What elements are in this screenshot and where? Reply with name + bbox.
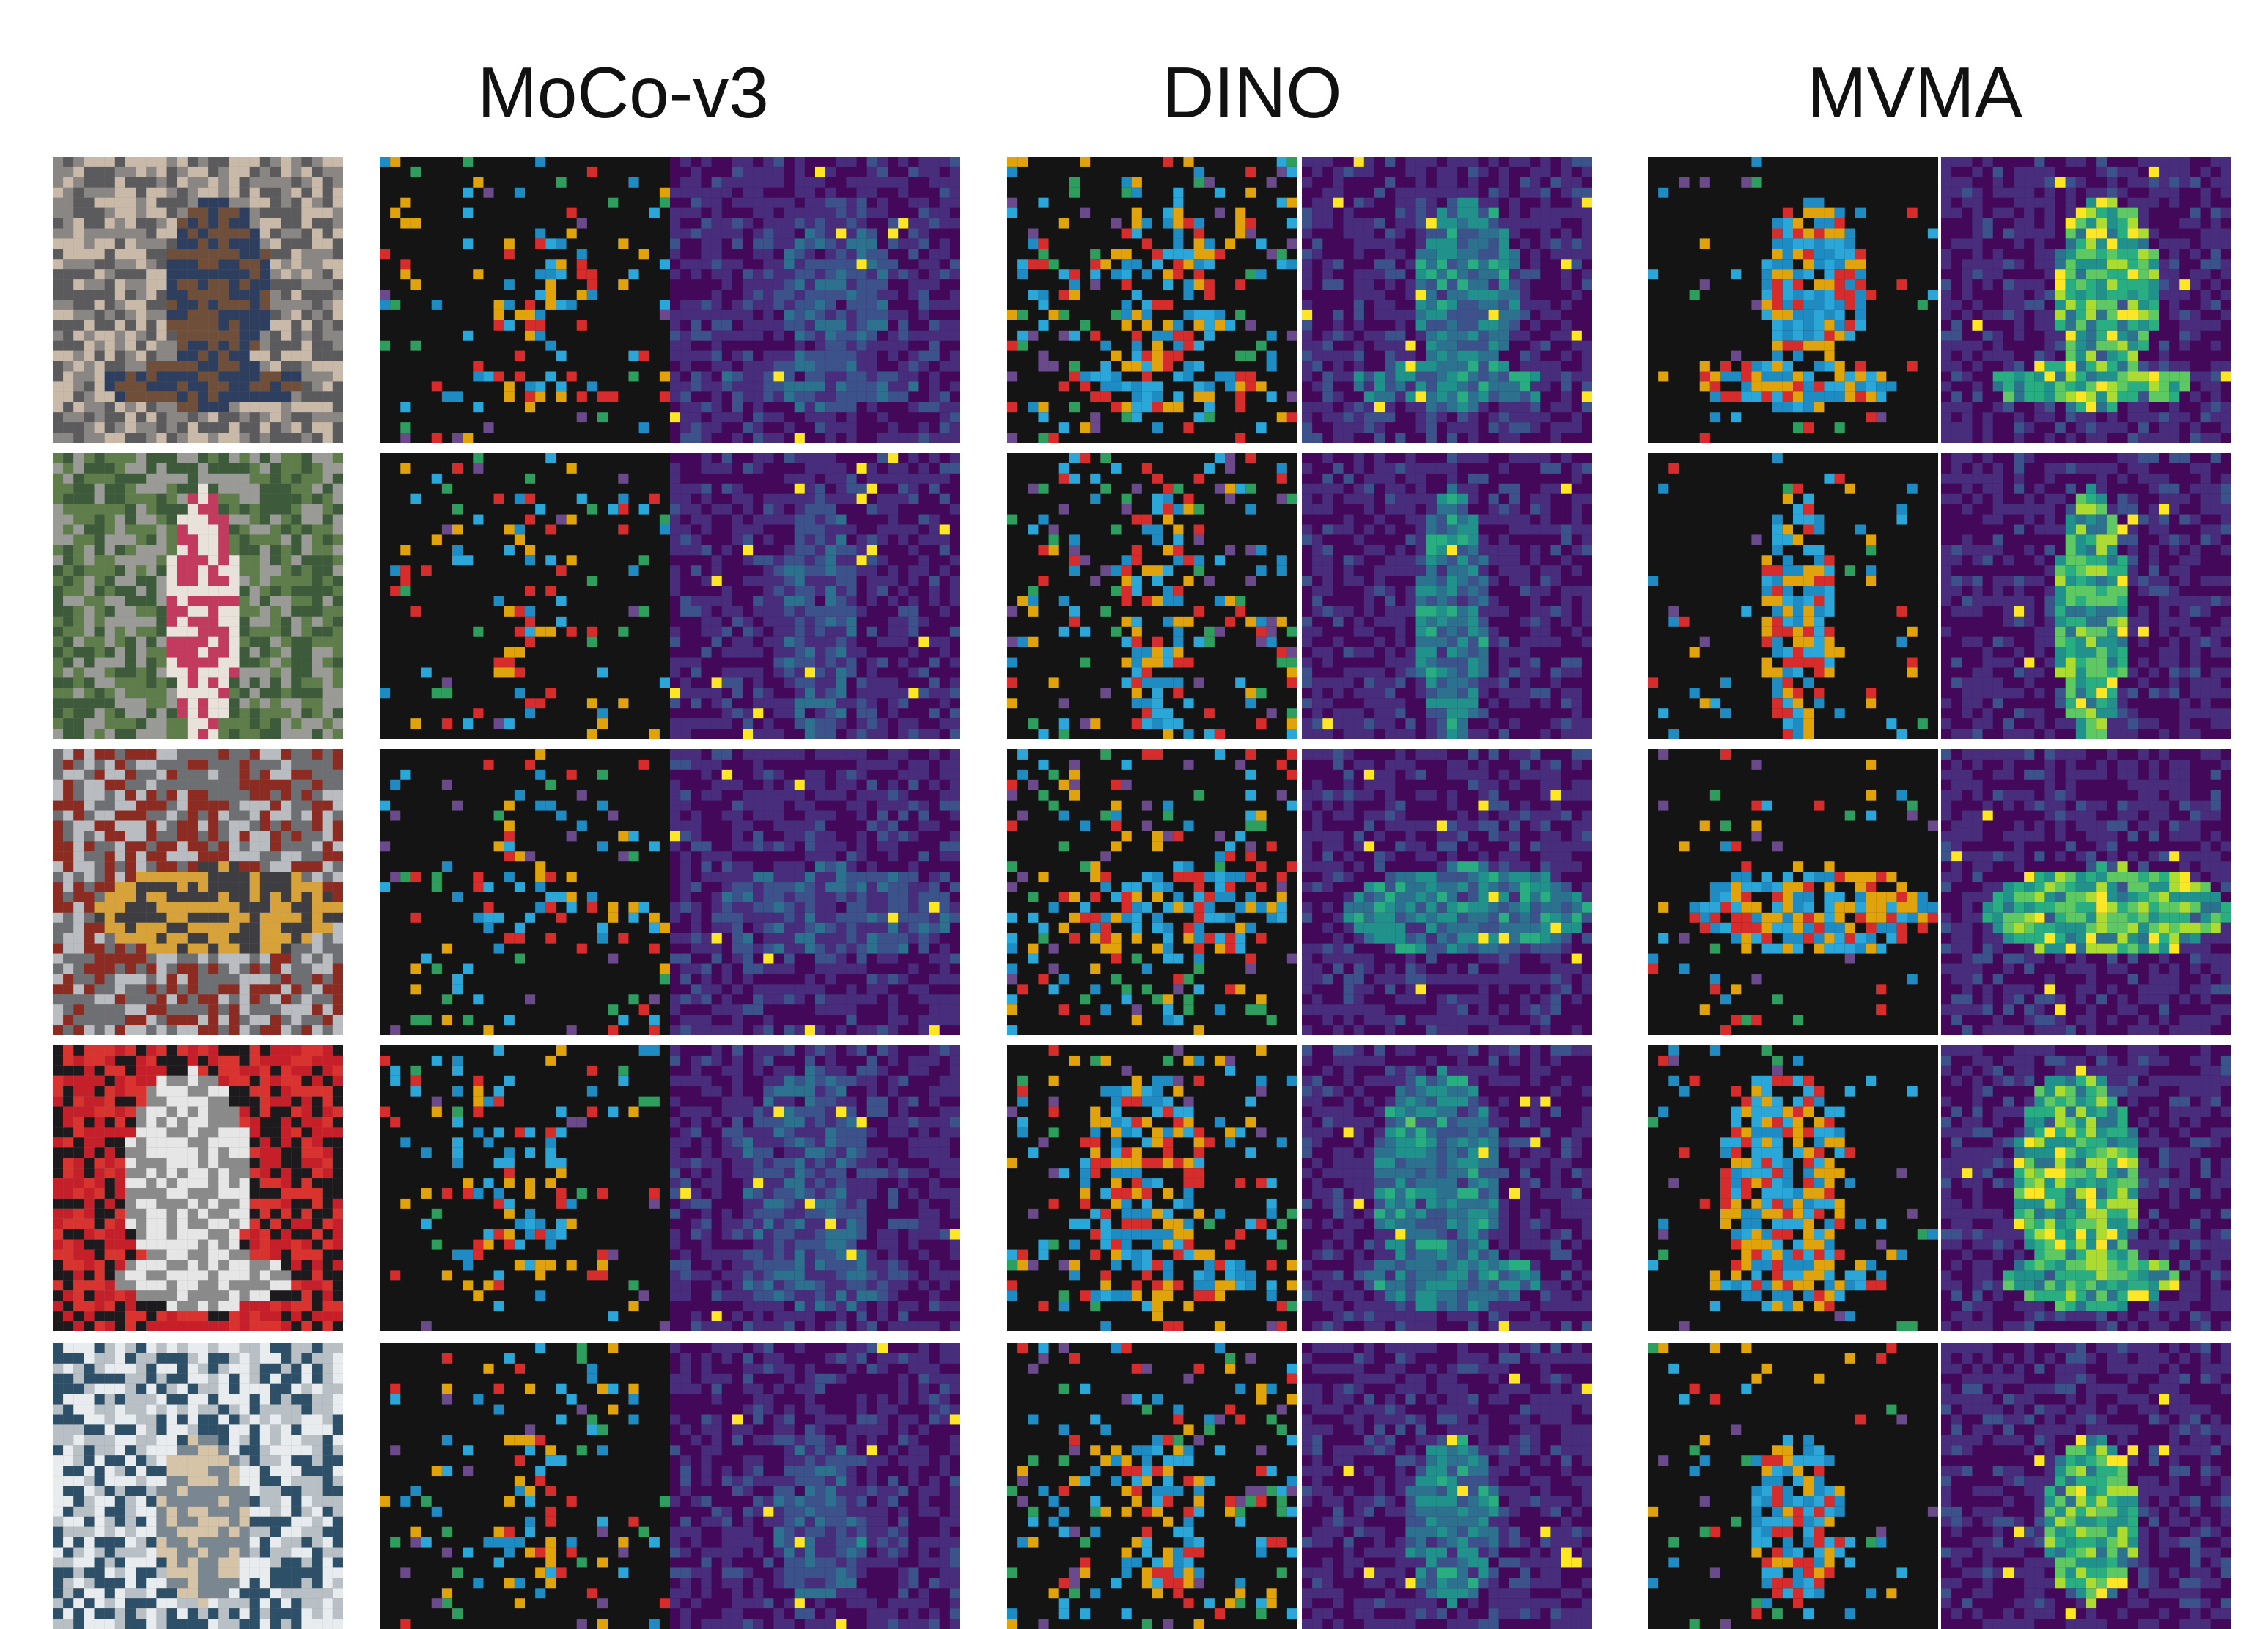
column-header-mvma: MVMA xyxy=(1807,51,2022,134)
attention-map xyxy=(1302,1343,1592,1629)
cluster-map xyxy=(1648,749,1938,1035)
attention-map xyxy=(1302,1045,1592,1331)
cluster-map xyxy=(1648,157,1938,443)
attention-map xyxy=(1941,1045,2231,1331)
cluster-map xyxy=(1648,453,1938,739)
attention-map xyxy=(1302,749,1592,1035)
input-photo xyxy=(53,749,343,1035)
attention-map xyxy=(670,1045,960,1331)
input-photo xyxy=(53,157,343,443)
cluster-map xyxy=(1007,453,1297,739)
cluster-map xyxy=(1007,749,1297,1035)
cluster-map xyxy=(380,1343,670,1629)
cluster-map xyxy=(380,157,670,443)
attention-map xyxy=(1941,157,2231,443)
cluster-map xyxy=(1007,1343,1297,1629)
cluster-map xyxy=(1007,1045,1297,1331)
attention-map xyxy=(670,1343,960,1629)
attention-map xyxy=(1941,1343,2231,1629)
attention-map xyxy=(1302,453,1592,739)
cluster-map xyxy=(380,1045,670,1331)
cluster-map xyxy=(380,453,670,739)
cluster-map xyxy=(1648,1045,1938,1331)
column-header-moco: MoCo-v3 xyxy=(477,51,769,134)
attention-map xyxy=(1941,749,2231,1035)
input-photo xyxy=(53,453,343,739)
cluster-map xyxy=(380,749,670,1035)
cluster-map xyxy=(1007,157,1297,443)
input-photo xyxy=(53,1045,343,1331)
attention-map xyxy=(670,453,960,739)
attention-map xyxy=(670,749,960,1035)
attention-map xyxy=(1941,453,2231,739)
column-header-dino: DINO xyxy=(1163,51,1342,134)
input-photo xyxy=(53,1343,343,1629)
cluster-map xyxy=(1648,1343,1938,1629)
attention-map xyxy=(670,157,960,443)
attention-map xyxy=(1302,157,1592,443)
